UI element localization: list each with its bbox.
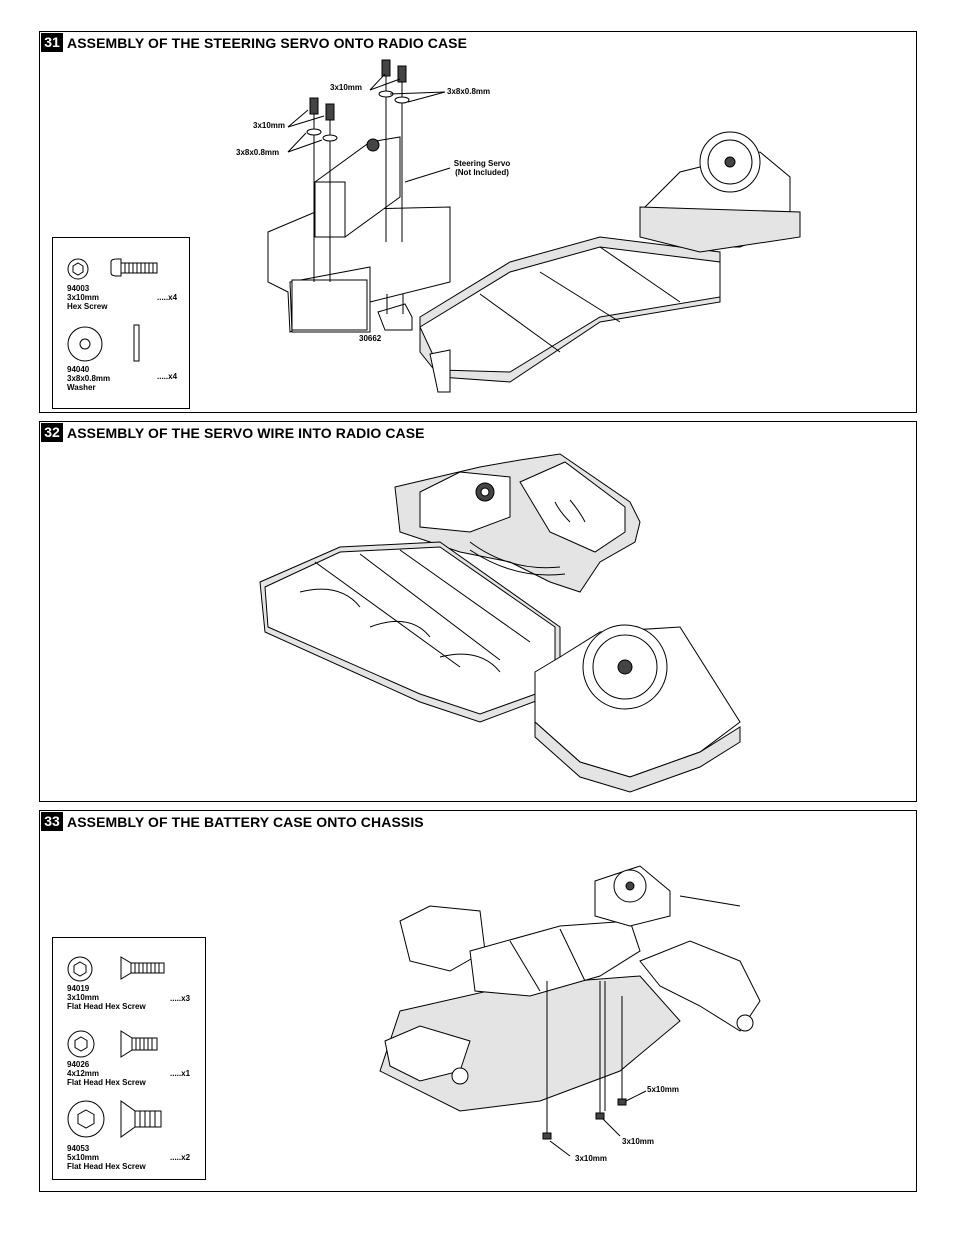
step-number: 33 (41, 812, 63, 831)
legend-item-94003: 94003 3x10mm Hex Screw (67, 284, 107, 311)
servo-wire-assembly-illustration (259, 453, 741, 793)
flat-head-screw-icon (67, 1030, 95, 1058)
flat-head-screw-side-icon (120, 956, 165, 980)
callout-screw-top: 3x10mm (330, 83, 363, 92)
step-32-header: 32 ASSEMBLY OF THE SERVO WIRE INTO RADIO… (41, 423, 425, 442)
legend-part-number: 94026 (67, 1060, 90, 1069)
legend-item-94026: 94026 4x12mm Flat Head Hex Screw (67, 1060, 146, 1087)
step-31-parts-legend: 94003 3x10mm Hex Screw .....x4 94040 3x8… (52, 237, 190, 409)
steering-servo-assembly-illustration (267, 59, 801, 393)
step-title: ASSEMBLY OF THE STEERING SERVO ONTO RADI… (67, 34, 468, 51)
callout-washer-top: 3x8x0.8mm (447, 87, 491, 96)
legend-qty: .....x4 (157, 372, 178, 381)
step-title: ASSEMBLY OF THE BATTERY CASE ONTO CHASSI… (67, 813, 424, 830)
step-number: 31 (41, 33, 63, 52)
callout-screw-3x10-a: 3x10mm (622, 1137, 655, 1146)
servo-label-line2: (Not Included) (455, 168, 509, 177)
step-title: ASSEMBLY OF THE SERVO WIRE INTO RADIO CA… (67, 424, 425, 441)
step-33-header: 33 ASSEMBLY OF THE BATTERY CASE ONTO CHA… (41, 812, 424, 831)
flat-head-screw-icon (67, 1100, 105, 1138)
washer-icon (67, 326, 103, 362)
callout-screw-5x10: 5x10mm (647, 1085, 680, 1094)
legend-part-name: Washer (67, 383, 96, 392)
legend-qty: .....x4 (157, 293, 178, 302)
legend-part-size: 5x10mm (67, 1153, 100, 1162)
hex-screw-side-icon (110, 258, 158, 277)
legend-part-size: 3x10mm (67, 993, 100, 1002)
legend-part-size: 4x12mm (67, 1069, 100, 1078)
washer-side-icon (133, 324, 140, 362)
step-31-header: 31 ASSEMBLY OF THE STEERING SERVO ONTO R… (41, 33, 467, 52)
step-32-panel: 32 ASSEMBLY OF THE SERVO WIRE INTO RADIO… (39, 421, 917, 802)
flat-head-screw-side-icon (120, 1100, 162, 1138)
legend-part-size: 3x8x0.8mm (67, 374, 111, 383)
callout-washer-left: 3x8x0.8mm (236, 148, 280, 157)
callout-steering-servo: Steering Servo (Not Included) (444, 159, 520, 177)
callout-screw-3x10-b: 3x10mm (575, 1154, 608, 1163)
callout-screw-left: 3x10mm (253, 121, 286, 130)
legend-part-number: 94040 (67, 365, 90, 374)
callout-part-30662: 30662 (359, 334, 382, 343)
legend-qty: .....x3 (170, 994, 191, 1003)
legend-part-number: 94019 (67, 984, 90, 993)
legend-item-94019: 94019 3x10mm Flat Head Hex Screw (67, 984, 146, 1011)
legend-part-number: 94053 (67, 1144, 90, 1153)
legend-part-name: Flat Head Hex Screw (67, 1002, 146, 1011)
legend-item-94040: 94040 3x8x0.8mm Washer (67, 365, 110, 392)
legend-item-94053: 94053 5x10mm Flat Head Hex Screw (67, 1144, 146, 1171)
servo-label-line1: Steering Servo (453, 159, 511, 168)
hex-screw-icon (67, 258, 89, 280)
step-33-panel: 33 ASSEMBLY OF THE BATTERY CASE ONTO CHA… (39, 810, 917, 1192)
step-number: 32 (41, 423, 63, 442)
legend-part-number: 94003 (67, 284, 90, 293)
legend-part-size: 3x10mm (67, 293, 100, 302)
legend-part-name: Flat Head Hex Screw (67, 1162, 146, 1171)
step-33-parts-legend: 94019 3x10mm Flat Head Hex Screw .....x3… (52, 937, 206, 1180)
legend-qty: .....x1 (170, 1069, 191, 1078)
battery-case-chassis-illustration (379, 865, 761, 1157)
legend-part-name: Flat Head Hex Screw (67, 1078, 146, 1087)
legend-part-name: Hex Screw (67, 302, 108, 311)
flat-head-screw-side-icon (120, 1030, 158, 1058)
step-31-panel: 31 ASSEMBLY OF THE STEERING SERVO ONTO R… (39, 31, 917, 413)
legend-qty: .....x2 (170, 1153, 191, 1162)
flat-head-screw-icon (67, 956, 93, 982)
